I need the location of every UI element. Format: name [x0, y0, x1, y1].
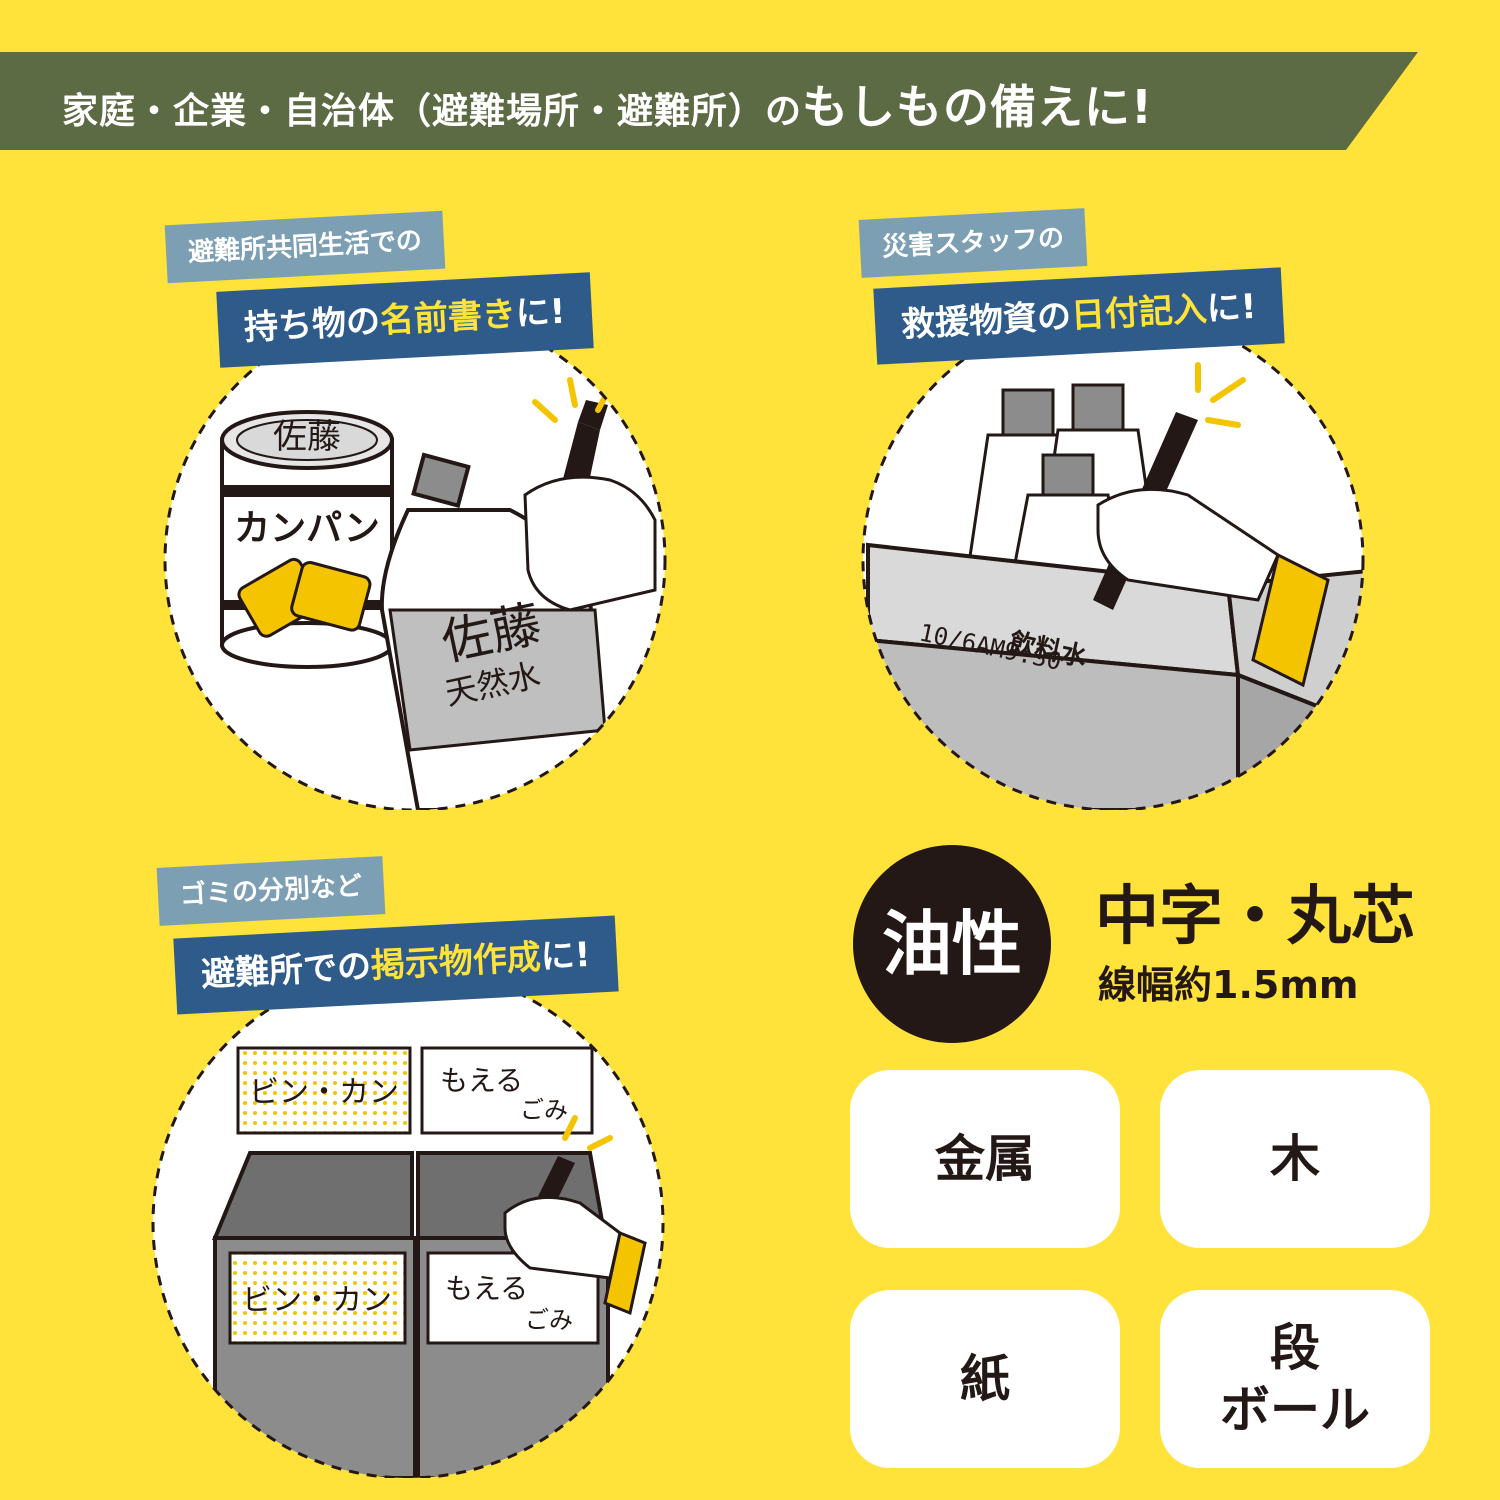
panel-2-caption-post: に! — [1205, 286, 1258, 330]
headline-main: 家庭・企業・自治体（避難場所・避難所）の — [62, 91, 803, 132]
panel-2-caption-small: 災害スタッフの — [858, 208, 1088, 278]
tip-type-title: 中字・丸芯 — [1095, 880, 1415, 954]
illustration-notices: ビン・カン もえる ごみ ビン・カン もえる ごみ — [151, 968, 665, 1478]
sign-bottles-cans — [236, 1046, 412, 1135]
line-width-text: 線幅約1.5mm — [1098, 963, 1359, 1007]
panel-1-caption-highlight: 名前書き — [378, 294, 517, 342]
material-cardboard: 段 ボール — [1160, 1290, 1430, 1468]
material-paper: 紙 — [850, 1290, 1120, 1468]
panel-1-caption-pre: 持ち物の — [243, 301, 382, 349]
oil-based-badge: 油性 — [853, 845, 1051, 1043]
headline-emphasis: もしもの備えに! — [802, 80, 1153, 134]
can-label: カンパン — [234, 508, 380, 549]
sleeve-icon — [603, 1230, 647, 1316]
sign-2-text-b: ごみ — [520, 1096, 568, 1124]
sleeve-icon — [1251, 552, 1330, 688]
box-sign-bottles-cans — [228, 1251, 407, 1345]
box-sign-1-text: ビン・カン — [242, 1283, 392, 1318]
panel-1-caption-post: に! — [514, 291, 567, 335]
panel-3-caption-post: に! — [539, 934, 592, 978]
headline-banner — [0, 52, 1418, 150]
sparkle-icon — [1195, 362, 1246, 428]
illustration-belongings: 佐藤 カンパン 佐藤 天然水 — [163, 310, 667, 810]
can-lid-name: 佐藤 — [273, 417, 341, 457]
panel-3-caption-pre: 避難所での — [200, 946, 373, 996]
sign-1-text: ビン・カン — [249, 1075, 399, 1110]
panel-3-caption-small: ゴミの分別など — [156, 856, 386, 926]
hand-icon — [523, 475, 657, 612]
panel-2-caption-highlight: 日付記入 — [1069, 289, 1208, 337]
panel-1-caption-small: 避難所共同生活での — [164, 210, 446, 284]
material-metal: 金属 — [850, 1070, 1120, 1248]
sign-2-text-a: もえる — [440, 1064, 523, 1097]
headline-text: 家庭・企業・自治体（避難場所・避難所）のもしもの備えに! — [62, 70, 1362, 144]
material-wood: 木 — [1160, 1070, 1430, 1248]
sparkle-icon — [562, 1115, 613, 1151]
panel-2-caption-pre: 救援物資の — [900, 296, 1073, 346]
box-sign-2-text-b: ごみ — [525, 1306, 573, 1334]
box-sign-2-text-a: もえる — [445, 1272, 528, 1305]
illustration-supplies: 10/6AM9:30 飲料水 — [861, 310, 1365, 810]
ration-can — [220, 410, 394, 669]
sign-burnable — [420, 1046, 594, 1135]
panel-3-caption-highlight: 掲示物作成 — [369, 937, 542, 987]
box-sign-burnable — [426, 1251, 600, 1345]
